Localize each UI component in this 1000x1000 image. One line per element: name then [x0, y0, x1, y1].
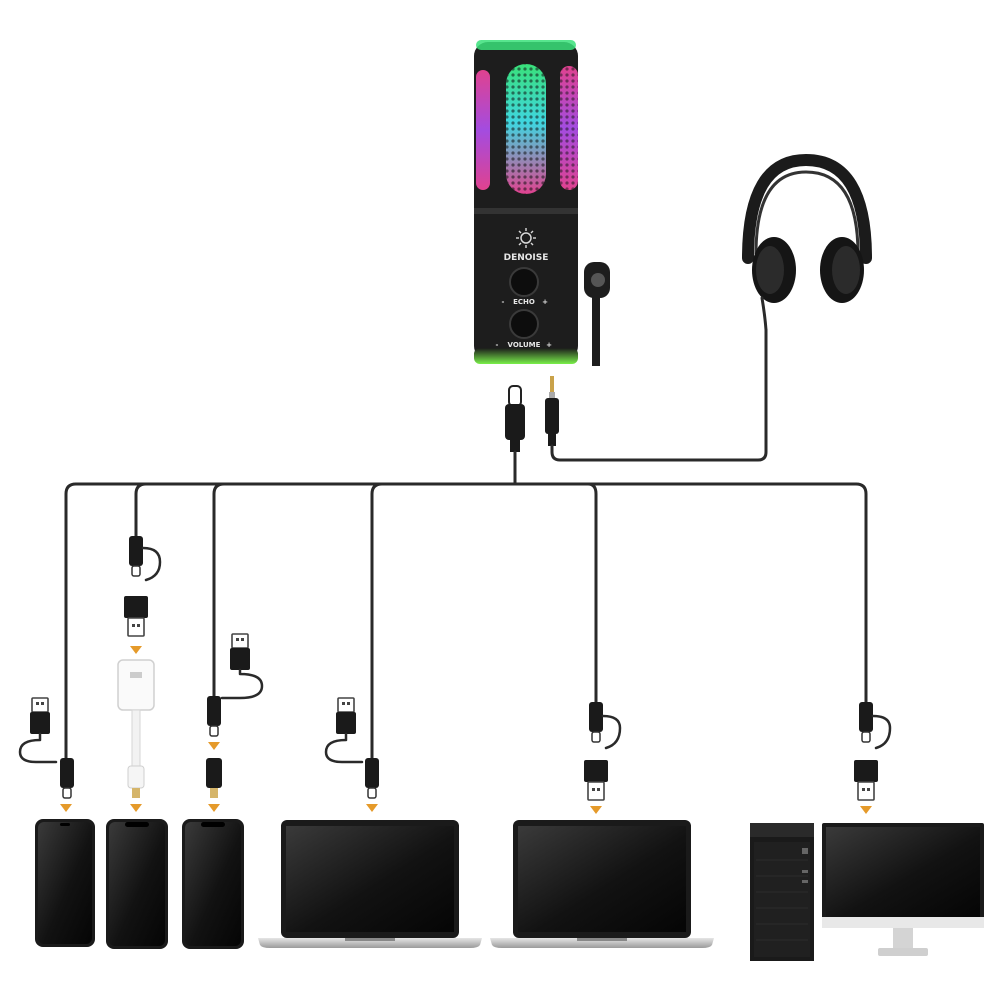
usb-c-plug-icon	[60, 758, 74, 788]
volume-label: VOLUME	[508, 341, 541, 349]
usb-a-plug-icon	[30, 697, 50, 734]
volume-minus: -	[496, 341, 499, 349]
usb-a-plug-icon	[336, 697, 356, 734]
echo-minus: -	[502, 298, 505, 306]
headphones-icon	[742, 153, 872, 332]
smartphone-icon	[106, 819, 168, 949]
smartphone-icon	[182, 819, 244, 949]
lightning-adapter-icon	[117, 659, 155, 798]
usb-a-adapter-icon	[584, 760, 608, 782]
usb-a-adapter-icon	[124, 596, 148, 618]
usb-c-plug-icon	[589, 702, 603, 732]
denoise-sun-icon	[516, 228, 536, 248]
usb-a-adapter-icon	[854, 760, 878, 782]
monitor-icon	[822, 823, 984, 956]
desktop-pc-icon	[750, 823, 814, 961]
echo-label: ECHO	[513, 298, 535, 306]
denoise-label: DENOISE	[504, 253, 549, 263]
branch-laptop-2	[584, 702, 622, 814]
usb-a-plug-icon	[230, 633, 250, 670]
usb-c-plug-icon	[207, 696, 221, 726]
smartphone-icon	[35, 819, 95, 947]
usb-c-plug-icon	[365, 758, 379, 788]
usb-c-plug-icon	[505, 385, 525, 452]
laptop-icon	[258, 820, 482, 948]
branch-phone-2	[117, 536, 162, 812]
branch-phone-1	[18, 697, 74, 812]
laptop-icon	[490, 820, 714, 948]
branch-desktop	[854, 702, 892, 814]
usb-c-plug-icon	[859, 702, 873, 732]
usb-c-plug-icon	[129, 536, 143, 566]
branch-laptop-1	[324, 697, 379, 812]
volume-knob[interactable]	[509, 309, 539, 339]
volume-plus: +	[546, 341, 552, 349]
usb-microphone: DENOISE ECHO - + VOLUME - +	[474, 40, 610, 366]
branch-phone-3	[206, 633, 264, 812]
mic-mount	[584, 262, 610, 366]
lightning-adapter-icon	[206, 758, 222, 788]
aux-jack-icon	[545, 376, 559, 446]
echo-plus: +	[542, 298, 548, 306]
echo-knob[interactable]	[509, 267, 539, 297]
cable-network	[64, 328, 868, 762]
